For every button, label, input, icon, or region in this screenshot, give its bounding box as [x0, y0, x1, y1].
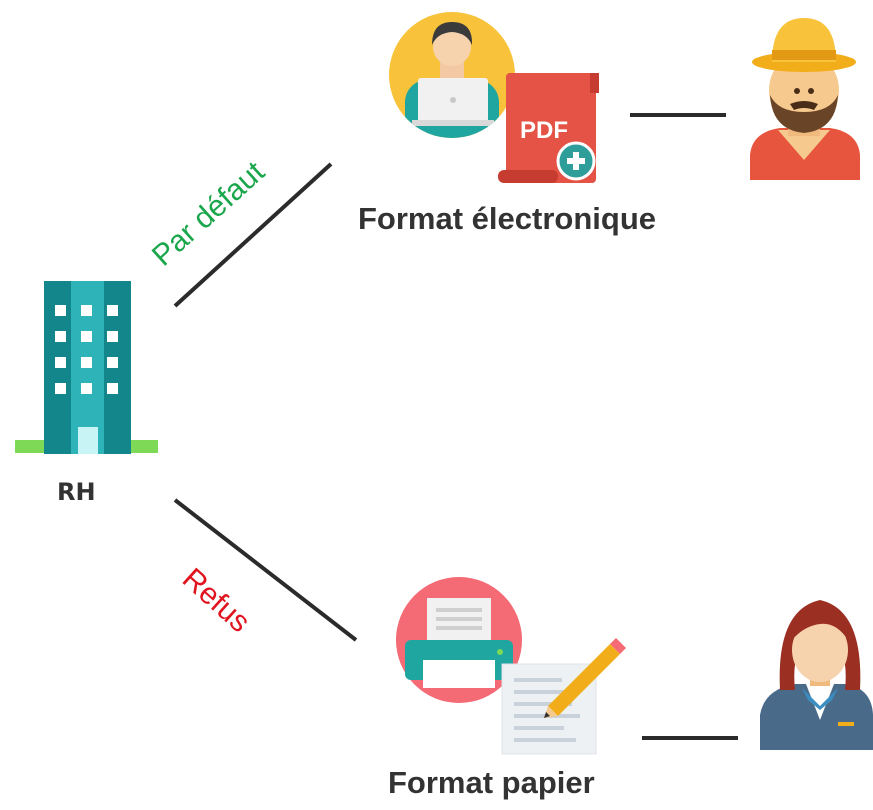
paper-format-label: Format papier — [388, 765, 595, 800]
electronic-format-label: Format électronique — [358, 201, 656, 236]
svg-text:PDF: PDF — [520, 117, 568, 144]
pdf-document-icon: PDF — [498, 73, 599, 183]
connector-hr-to-paper — [173, 498, 358, 642]
female-agent-avatar-icon — [760, 600, 873, 750]
hr-label: RH — [57, 478, 96, 506]
office-building-icon — [15, 281, 158, 454]
farmer-avatar-icon — [750, 18, 860, 180]
signed-document-icon — [501, 638, 626, 755]
printer-icon — [396, 577, 522, 703]
laptop-user-icon — [389, 12, 515, 138]
connector-hr-to-electronic — [173, 162, 333, 308]
